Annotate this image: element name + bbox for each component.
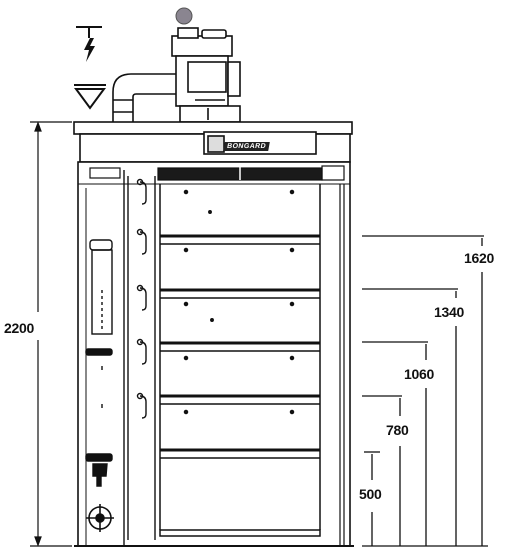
deck-5-height-label: 1620 xyxy=(464,250,494,266)
deck-height-dimensions xyxy=(362,235,488,547)
deck-1-height-label: 500 xyxy=(359,486,382,502)
pressure-gauge-icon xyxy=(86,504,114,532)
deck-doors xyxy=(159,184,321,537)
exhaust-outlet-icon xyxy=(175,7,193,25)
deck-2-height-label: 780 xyxy=(386,422,409,438)
loader-rail xyxy=(127,176,156,540)
door-handle-icon xyxy=(92,463,108,487)
left-control-panel xyxy=(85,170,125,546)
overall-height-dimension xyxy=(30,121,72,547)
oven-body xyxy=(73,121,353,547)
gas-supply-icon xyxy=(74,84,106,110)
exhaust-ducting xyxy=(112,27,241,128)
deck-3-height-label: 1060 xyxy=(404,366,434,382)
electric-supply-icon xyxy=(76,26,102,62)
deck-4-height-label: 1340 xyxy=(434,304,464,320)
right-side-panel xyxy=(74,184,354,547)
brand-nameplate: BONGARD xyxy=(223,142,270,151)
overall-height-label: 2200 xyxy=(4,320,34,336)
header-control-strip xyxy=(89,165,345,181)
